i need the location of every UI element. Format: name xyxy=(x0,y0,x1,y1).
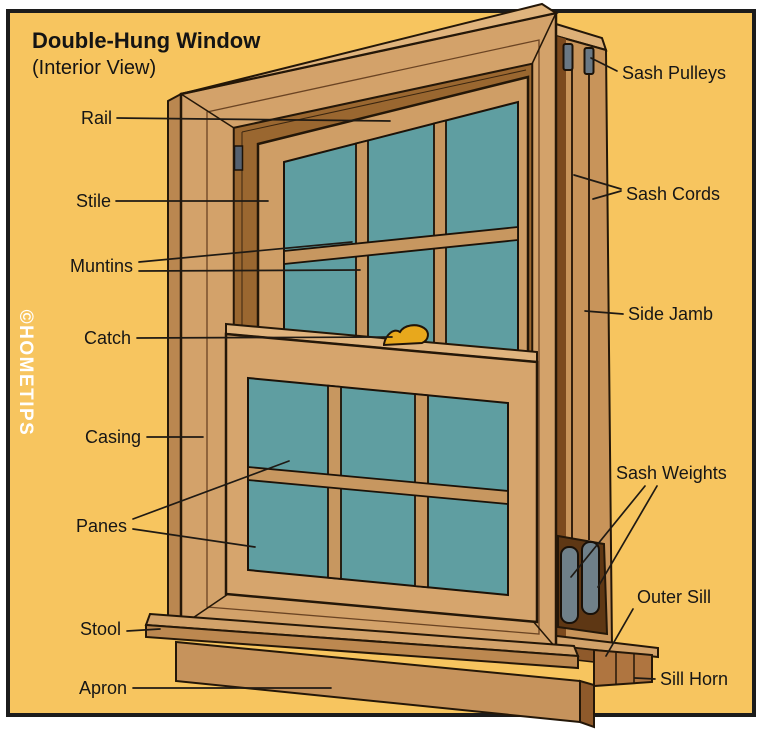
sash-cords-leader-line-2 xyxy=(592,190,622,200)
sash-weights-leader-line-2 xyxy=(597,485,658,588)
stool-board xyxy=(144,612,580,670)
stool-leader-line xyxy=(126,628,161,632)
catch-latch xyxy=(383,324,429,347)
label-sash-cords: Sash Cords xyxy=(626,184,721,204)
panes-leader-line-1 xyxy=(132,460,290,520)
outer-sill-leader-line xyxy=(605,608,634,657)
label-side-jamb: Side Jamb xyxy=(628,304,714,324)
panes-leader-line-2 xyxy=(132,528,256,548)
catch-leader-line xyxy=(136,336,393,339)
diagram-title: Double-Hung Window xyxy=(32,28,261,53)
casing-left-return xyxy=(167,92,182,628)
sash-pulleys-leader-line xyxy=(590,57,618,72)
label-panes: Panes xyxy=(75,516,127,536)
label-casing: Casing xyxy=(84,427,141,447)
cord-slot-latch xyxy=(233,145,244,171)
label-sash-weights: Sash Weights xyxy=(616,463,727,483)
label-outer-sill: Outer Sill xyxy=(637,587,712,607)
leader-lines xyxy=(115,57,658,689)
muntins-leader-line-2 xyxy=(138,269,361,272)
label-apron: Apron xyxy=(78,678,127,698)
muntins-leader-line-1 xyxy=(138,241,353,263)
upper-muntin-horizontal xyxy=(283,226,519,265)
casing-top-bevel xyxy=(180,2,559,95)
lower-sash xyxy=(224,322,539,624)
label-catch: Catch xyxy=(83,328,131,348)
sash-weight-1 xyxy=(560,546,579,624)
label-stile: Stile xyxy=(75,191,111,211)
side-jamb-board xyxy=(555,22,614,650)
side-jamb-leader-line xyxy=(584,310,624,315)
sash-weights-leader-line-1 xyxy=(570,485,646,578)
rail-leader-line xyxy=(116,117,391,122)
sash-pulley-right xyxy=(583,47,595,75)
label-muntins: Muntins xyxy=(69,256,133,276)
diagram-subtitle: (Interior View) xyxy=(32,57,157,79)
label-sill-horn: Sill Horn xyxy=(660,669,729,689)
sill-horn-leader-line xyxy=(634,677,656,680)
sash-pulley-left xyxy=(562,43,574,71)
label-stool: Stool xyxy=(79,619,121,639)
upper-sash xyxy=(256,75,530,370)
sash-cords-leader-line-1 xyxy=(573,174,622,190)
sill-horn-block xyxy=(593,648,653,688)
sash-weight-2 xyxy=(581,541,600,615)
apron-board xyxy=(175,640,595,729)
label-sash-pulleys: Sash Pulleys xyxy=(622,63,727,83)
label-rail: Rail xyxy=(80,108,112,128)
